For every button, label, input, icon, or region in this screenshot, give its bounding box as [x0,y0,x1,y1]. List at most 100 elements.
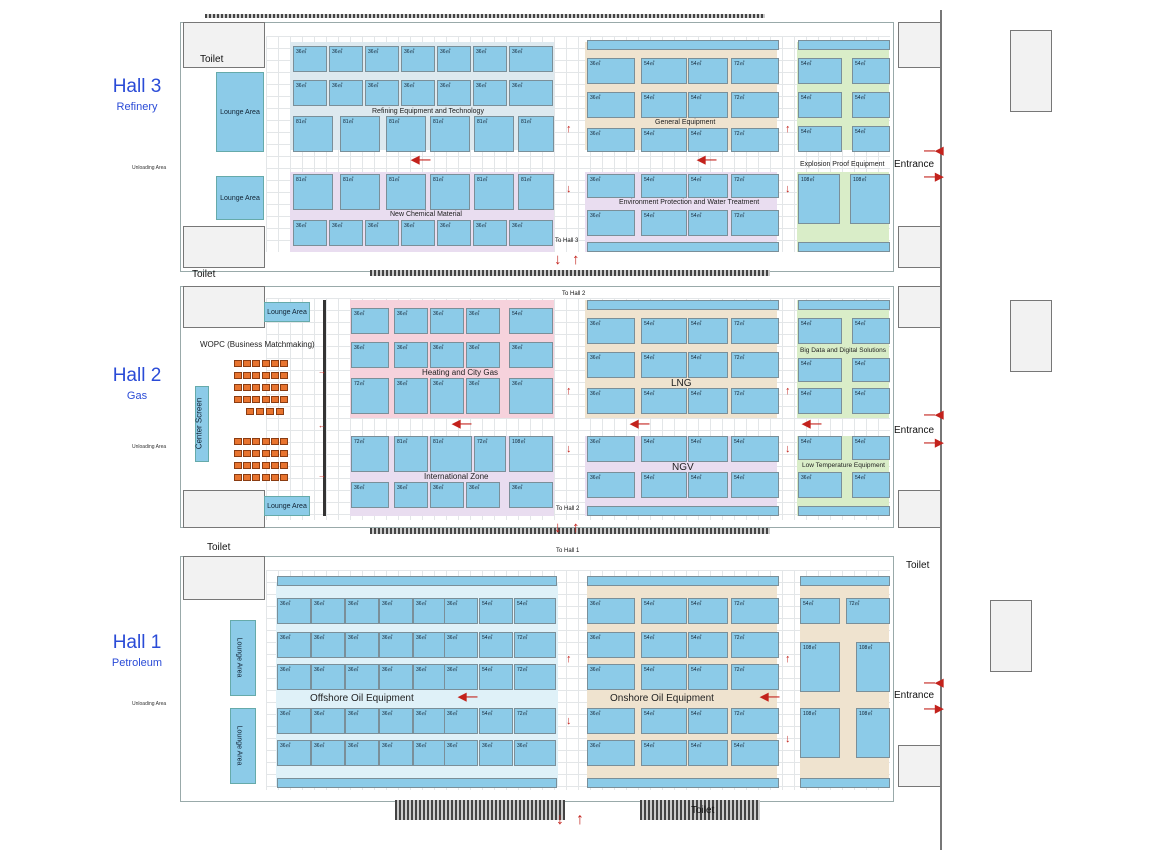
booth[interactable]: 54㎡ [688,740,728,766]
booth[interactable]: 81㎡ [340,174,380,210]
booth[interactable]: 108㎡ [850,174,890,224]
booth[interactable]: 81㎡ [386,116,426,152]
booth[interactable]: 36㎡ [379,598,413,624]
booth[interactable]: 54㎡ [852,58,890,84]
booth[interactable]: 108㎡ [856,642,890,692]
booth[interactable]: 72㎡ [514,708,556,734]
booth[interactable]: 36㎡ [587,740,635,766]
booth[interactable]: 36㎡ [444,632,478,658]
booth[interactable]: 54㎡ [479,598,513,624]
booth[interactable]: 36㎡ [473,46,507,72]
booth[interactable]: 81㎡ [394,436,428,472]
booth[interactable]: 81㎡ [430,116,470,152]
booth[interactable]: 72㎡ [514,664,556,690]
booth[interactable]: 72㎡ [731,352,779,378]
booth[interactable]: 54㎡ [688,708,728,734]
booth[interactable]: 36㎡ [413,598,447,624]
booth[interactable]: 36㎡ [413,632,447,658]
small-booth-row[interactable] [587,242,779,252]
small-booth-row[interactable] [587,778,779,788]
booth[interactable]: 36㎡ [277,664,311,690]
booth[interactable]: 36㎡ [587,388,635,414]
lounge-area-h1-top[interactable]: Lounge Area [230,620,256,696]
booth[interactable]: 36㎡ [401,220,435,246]
booth[interactable]: 72㎡ [731,598,779,624]
booth[interactable]: 36㎡ [587,598,635,624]
booth[interactable]: 36㎡ [345,598,379,624]
booth[interactable]: 72㎡ [731,58,779,84]
small-booth-row[interactable] [798,506,890,516]
booth[interactable]: 36㎡ [345,740,379,766]
booth[interactable]: 72㎡ [351,436,389,472]
booth[interactable]: 81㎡ [293,116,333,152]
booth[interactable]: 36㎡ [509,342,553,368]
entrance-label-h3[interactable]: Entrance [894,159,935,170]
booth[interactable]: 36㎡ [394,342,428,368]
booth[interactable]: 36㎡ [473,220,507,246]
small-booth-row[interactable] [587,300,779,310]
booth[interactable]: 54㎡ [688,352,728,378]
booth[interactable]: 36㎡ [437,80,471,106]
booth[interactable]: 54㎡ [798,436,842,460]
booth[interactable]: 36㎡ [587,318,635,344]
booth[interactable]: 54㎡ [852,126,890,152]
booth[interactable]: 108㎡ [509,436,553,472]
small-booth-row[interactable] [277,778,557,788]
booth[interactable]: 54㎡ [641,664,687,690]
booth[interactable]: 54㎡ [514,598,556,624]
booth[interactable]: 36㎡ [444,664,478,690]
booth[interactable]: 36㎡ [430,308,464,334]
booth[interactable]: 54㎡ [641,58,687,84]
booth[interactable]: 72㎡ [731,128,779,152]
booth[interactable]: 54㎡ [479,664,513,690]
booth[interactable]: 72㎡ [731,632,779,658]
lounge-area-h2-top[interactable]: Lounge Area [264,302,310,322]
booth[interactable]: 54㎡ [731,740,779,766]
booth[interactable]: 36㎡ [587,352,635,378]
booth[interactable]: 36㎡ [444,708,478,734]
booth[interactable]: 54㎡ [688,388,728,414]
booth[interactable]: 54㎡ [641,598,687,624]
booth[interactable]: 72㎡ [731,210,779,236]
booth[interactable]: 72㎡ [731,174,779,198]
booth[interactable]: 36㎡ [293,80,327,106]
booth[interactable]: 54㎡ [798,358,842,382]
booth[interactable]: 54㎡ [688,128,728,152]
entrance-label-h1[interactable]: Entrance [894,690,935,701]
booth[interactable]: 54㎡ [798,92,842,118]
booth[interactable]: 36㎡ [351,308,389,334]
booth[interactable]: 36㎡ [509,80,553,106]
booth[interactable]: 36㎡ [587,174,635,198]
booth[interactable]: 36㎡ [365,80,399,106]
booth[interactable]: 36㎡ [311,598,345,624]
booth[interactable]: 36㎡ [437,46,471,72]
booth[interactable]: 36㎡ [394,308,428,334]
booth[interactable]: 36㎡ [329,220,363,246]
booth[interactable]: 54㎡ [798,126,842,152]
small-booth-row[interactable] [587,40,779,50]
booth[interactable]: 54㎡ [641,128,687,152]
small-booth-row[interactable] [798,40,890,50]
booth[interactable]: 36㎡ [587,664,635,690]
booth[interactable]: 36㎡ [430,342,464,368]
booth[interactable]: 72㎡ [731,708,779,734]
booth[interactable]: 54㎡ [688,174,728,198]
booth[interactable]: 54㎡ [852,92,890,118]
booth[interactable]: 36㎡ [311,664,345,690]
booth[interactable]: 36㎡ [509,482,553,508]
booth[interactable]: 36㎡ [587,128,635,152]
booth[interactable]: 36㎡ [311,708,345,734]
booth[interactable]: 36㎡ [587,58,635,84]
lounge-area-h3-top[interactable]: Lounge Area [216,72,264,152]
booth[interactable]: 36㎡ [351,482,389,508]
booth[interactable]: 36㎡ [293,220,327,246]
booth[interactable]: 36㎡ [394,378,428,414]
small-booth-row[interactable] [800,576,890,586]
small-booth-row[interactable] [800,778,890,788]
booth[interactable]: 54㎡ [798,58,842,84]
booth[interactable]: 36㎡ [466,482,500,508]
entrance-label-h2[interactable]: Entrance [894,425,935,436]
booth[interactable]: 54㎡ [641,472,687,498]
booth[interactable]: 54㎡ [688,598,728,624]
booth[interactable]: 54㎡ [641,708,687,734]
